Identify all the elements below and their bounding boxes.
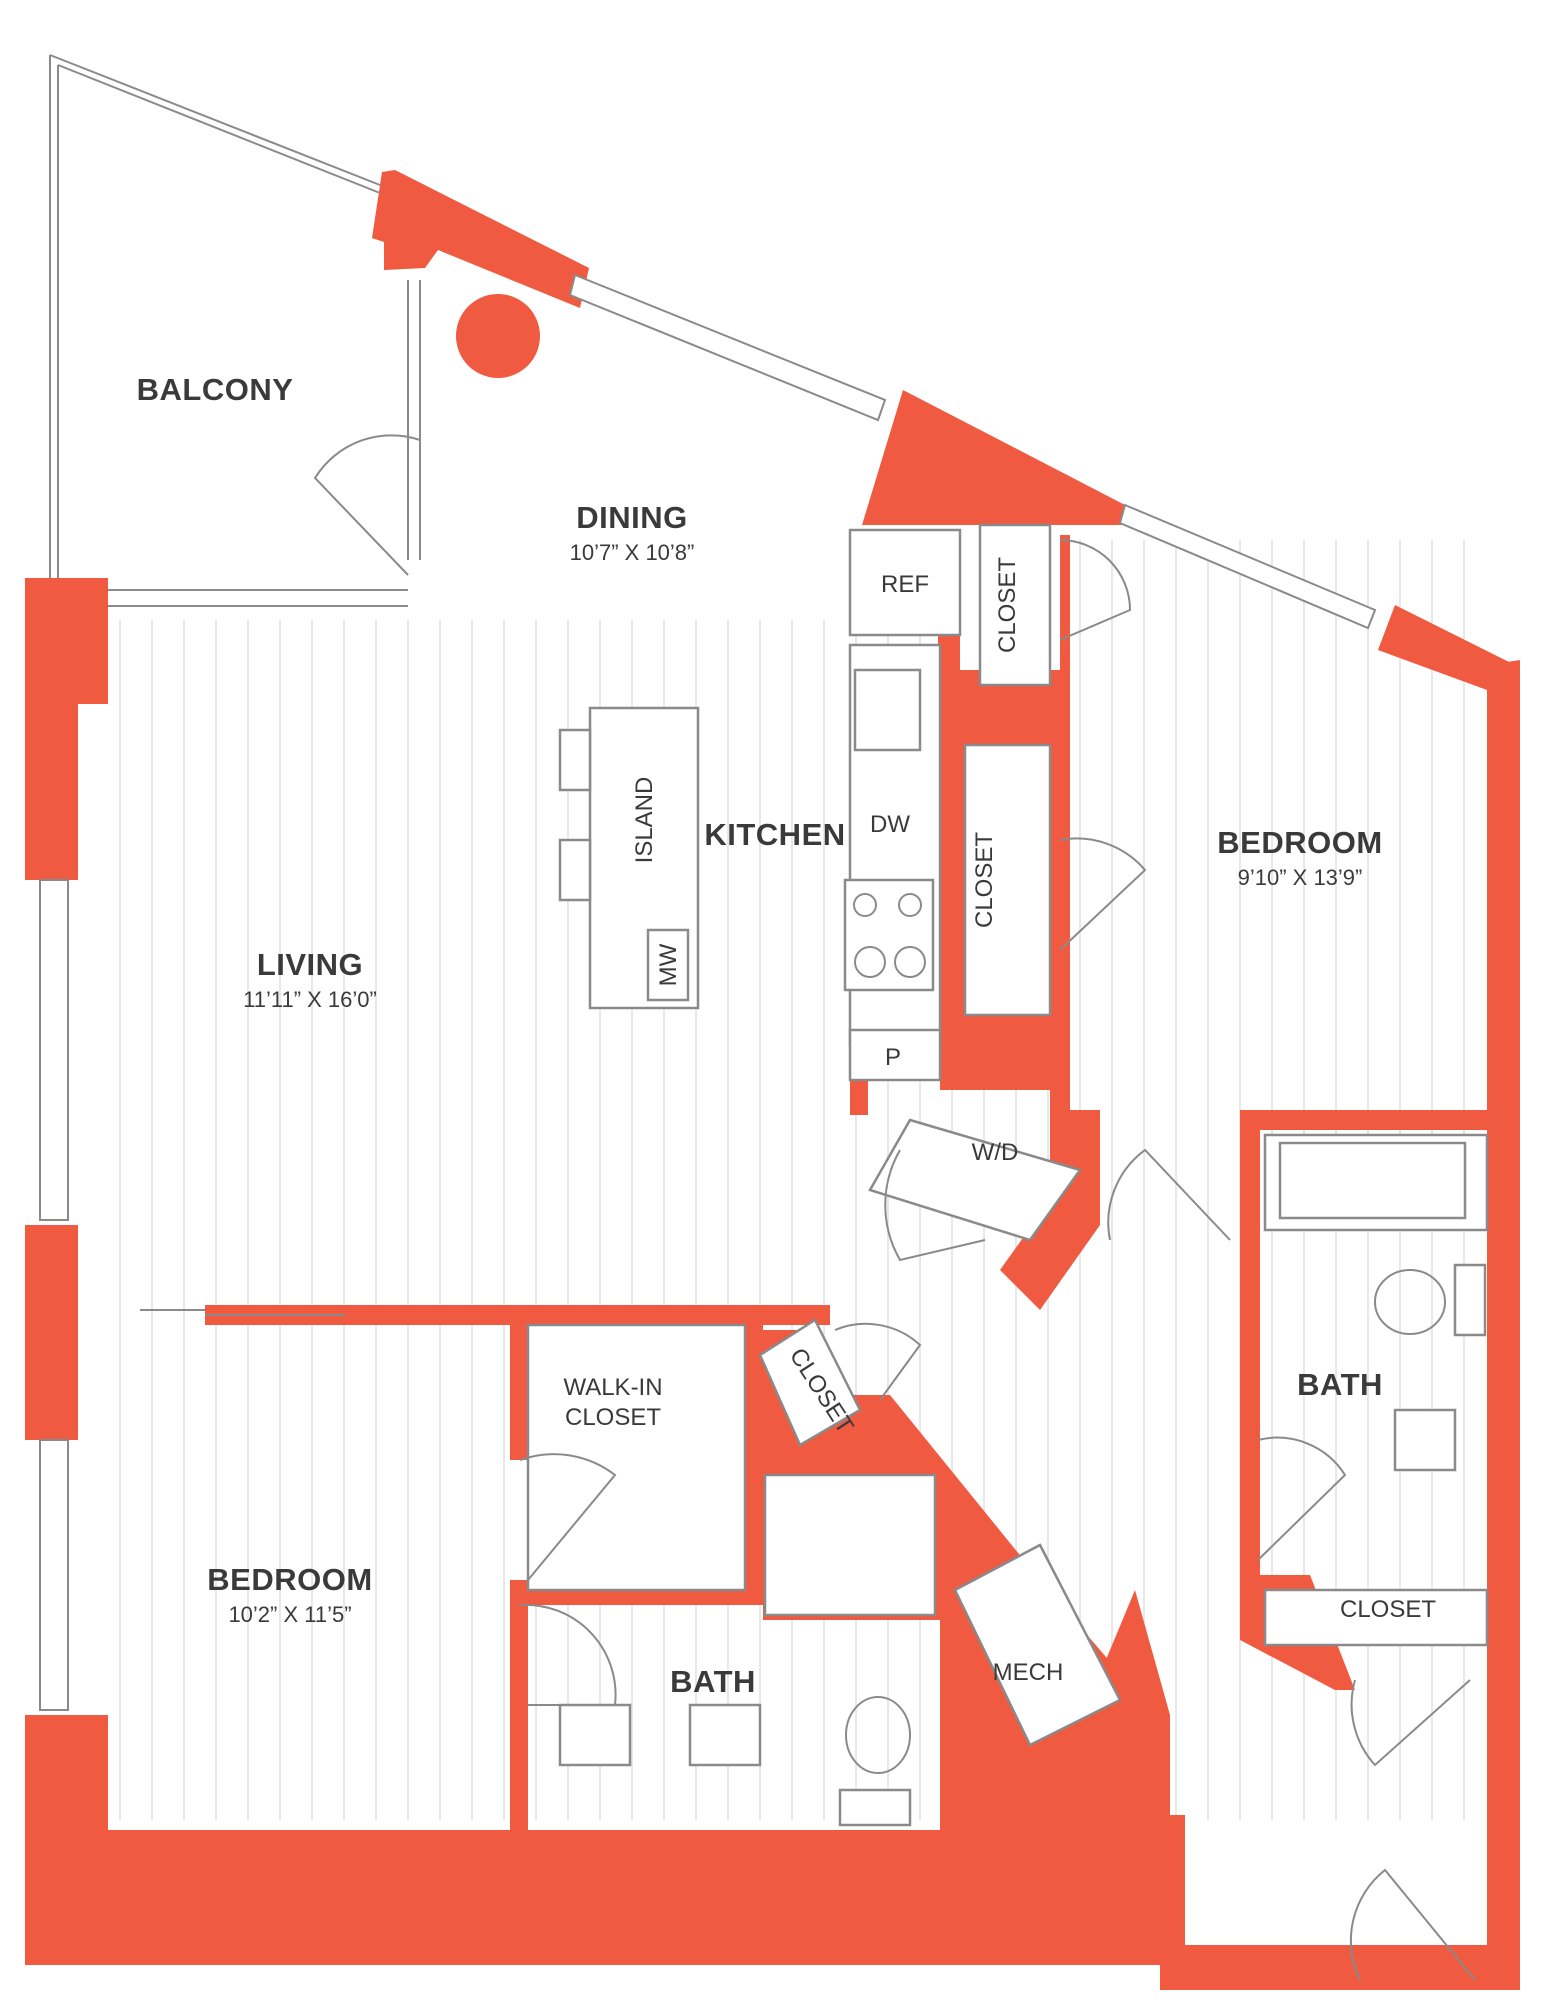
closet-fixtures bbox=[526, 523, 1489, 1647]
windows bbox=[39, 273, 1377, 1711]
kitchen-fixtures bbox=[558, 528, 962, 1082]
bath-fixtures bbox=[558, 1133, 1489, 1827]
room-label-bedroom-2: BEDROOM bbox=[207, 1562, 372, 1597]
room-dim-bedroom-2: 10’2” X 11’5” bbox=[228, 1602, 351, 1627]
room-label-bath-2: BATH bbox=[670, 1664, 756, 1699]
room-labels: BALCONY DINING 10’7” X 10’8” KITCHEN ISL… bbox=[137, 372, 1383, 1699]
walkin-closet-label-1: WALK-IN bbox=[563, 1374, 662, 1401]
room-label-bath-1: BATH bbox=[1297, 1367, 1383, 1402]
mw-label: MW bbox=[655, 943, 682, 986]
wd-label: W/D bbox=[972, 1139, 1019, 1166]
washer-dryer bbox=[868, 1118, 1083, 1242]
room-dim-bedroom-1: 9’10” X 13’9” bbox=[1238, 865, 1363, 890]
walkin-closet-label-2: CLOSET bbox=[565, 1404, 661, 1431]
room-dim-living: 11’11” X 16’0” bbox=[243, 987, 377, 1012]
closet-label-kitchen-mid: CLOSET bbox=[971, 832, 998, 928]
closet-label-kitchen-top: CLOSET bbox=[994, 557, 1021, 653]
balcony-outline bbox=[49, 54, 421, 607]
room-label-dining: DINING bbox=[576, 500, 688, 535]
room-label-balcony: BALCONY bbox=[137, 372, 294, 407]
closet-label-bath: CLOSET bbox=[1340, 1596, 1436, 1623]
room-label-bedroom-1: BEDROOM bbox=[1217, 825, 1382, 860]
mech-room bbox=[953, 1543, 1122, 1747]
dw-label: DW bbox=[870, 811, 910, 838]
island-label: ISLAND bbox=[631, 777, 658, 864]
room-label-living: LIVING bbox=[257, 947, 363, 982]
door-swings bbox=[140, 434, 1476, 1981]
pantry-label: P bbox=[885, 1044, 901, 1071]
walls bbox=[25, 170, 1520, 1990]
ref-label: REF bbox=[881, 571, 929, 598]
structural-column bbox=[456, 294, 540, 378]
room-label-kitchen: KITCHEN bbox=[704, 817, 845, 852]
room-dim-dining: 10’7” X 10’8” bbox=[570, 540, 695, 565]
mech-label: MECH bbox=[993, 1659, 1064, 1686]
